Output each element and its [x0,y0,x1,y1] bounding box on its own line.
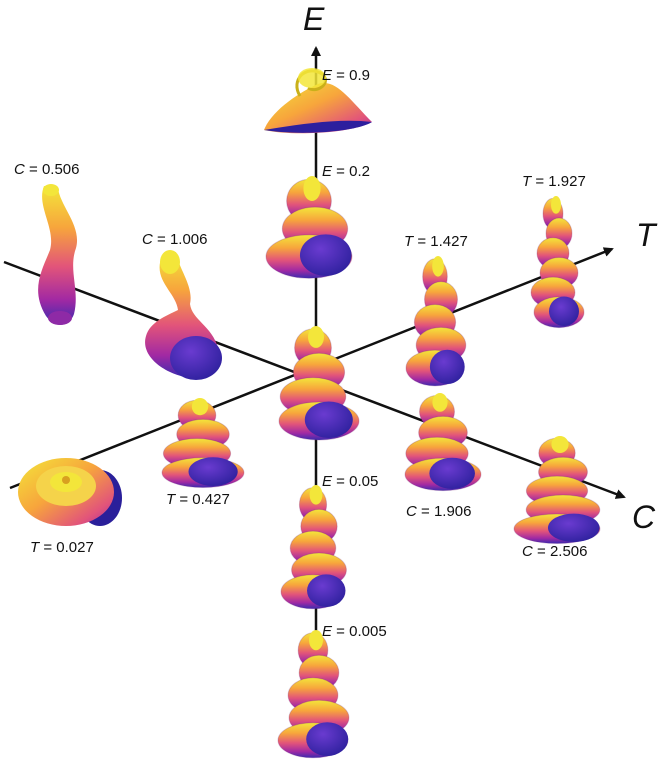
shell-c-2.506 [513,436,601,545]
shell-center [278,326,360,441]
shell-e-0.005 [277,630,350,759]
axis-c-title: C [632,499,656,535]
label-e-0.2: E = 0.2 [322,163,370,180]
shell-c-1.906 [404,393,482,492]
shell-t-1.427 [405,255,467,387]
shell-t-0.427 [161,398,245,489]
label-e-0.9: E = 0.9 [322,67,370,84]
shell-c-0.506 [38,184,78,325]
shell-e-0.9 [264,68,372,134]
shell-e-0.2 [265,176,353,279]
shell-c-1.006 [145,250,222,380]
label-t-0.027: T = 0.027 [30,539,94,556]
label-t-1.427: T = 1.427 [404,233,468,250]
label-c-1.906: C = 1.906 [406,503,472,520]
shell-e-0.05 [280,485,347,610]
label-e-0.05: E = 0.05 [322,473,378,490]
label-t-0.427: T = 0.427 [166,491,230,508]
label-t-1.927: T = 1.927 [522,173,586,190]
label-e-0.005: E = 0.005 [322,623,387,640]
label-c-2.506: C = 2.506 [522,543,588,560]
shell-t-0.027 [18,458,122,526]
label-c-0.506: C = 0.506 [14,161,80,178]
axis-t-title: T [636,217,658,253]
label-c-1.006: C = 1.006 [142,231,208,248]
axis-e-title: E [303,1,325,37]
shell-t-1.927 [530,196,585,329]
